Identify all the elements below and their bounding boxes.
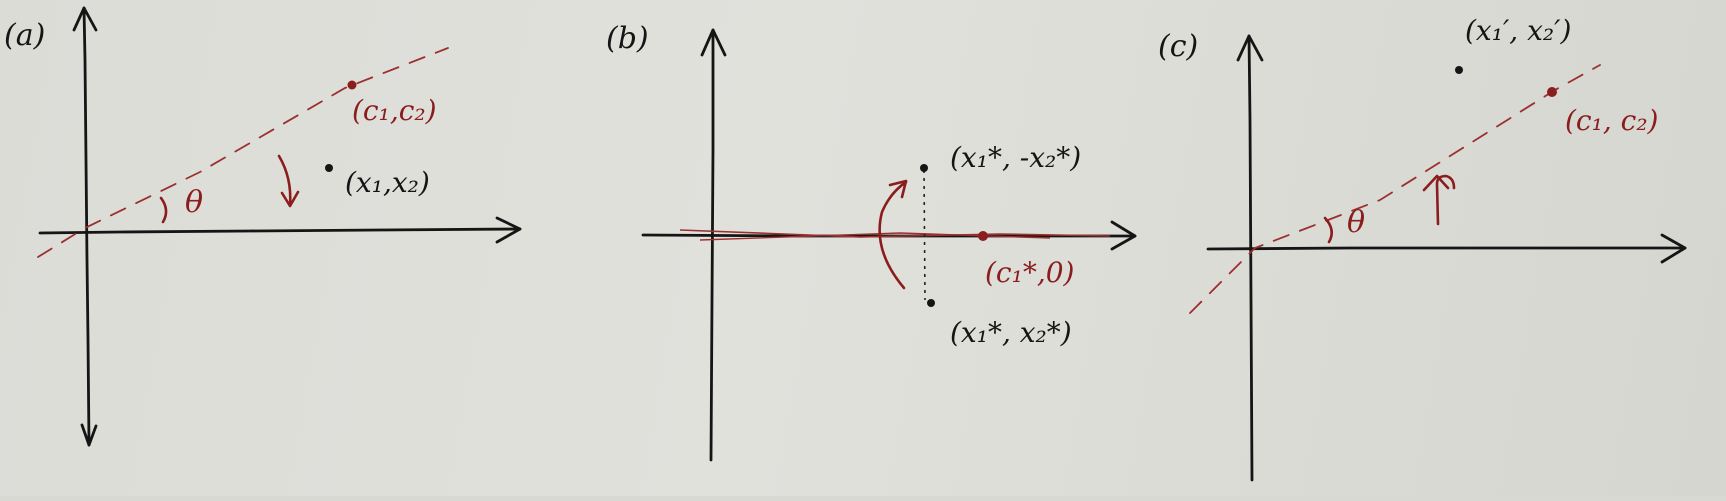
panel-b-red-line xyxy=(679,229,1111,238)
panel-a-y-axis xyxy=(82,6,91,447)
panel-b-label: (b) xyxy=(606,21,649,56)
panel-c-point-x-label: (x₁′, x₂′) xyxy=(1465,14,1571,47)
panel-c-point-c-label: (c₁, c₂) xyxy=(1565,104,1658,137)
panel-b-reflection-arrowhead xyxy=(888,179,908,199)
panel-c-y-arrowhead xyxy=(1236,34,1264,62)
panel-c-theta: θ xyxy=(1347,205,1365,240)
panel-b-point-x-label: (x₁*, x₂*) xyxy=(950,316,1072,349)
panel-b-y-arrowhead xyxy=(700,28,727,57)
panel-a: (a) θ (c₁,c₂) (x₁,x₂) xyxy=(4,6,522,447)
panel-a-point-x xyxy=(325,164,333,172)
panel-a-label: (a) xyxy=(4,18,45,53)
panel-b-y-axis xyxy=(709,28,715,462)
panel-b-dotted-line xyxy=(923,169,926,301)
panel-a-rotation-arrowhead xyxy=(280,190,300,208)
panel-b-reflection-arc xyxy=(878,180,908,290)
panel-b-point-x xyxy=(927,299,935,307)
panel-a-point-x-label: (x₁,x₂) xyxy=(345,166,430,199)
panel-b-point-reflected xyxy=(920,164,928,172)
panel-a-y-arrowhead xyxy=(72,6,98,32)
panel-c-y-axis xyxy=(1247,34,1254,482)
panel-a-theta: θ xyxy=(185,185,203,220)
panel-b-red-line-2 xyxy=(699,232,1051,241)
panel-b-x-arrowhead xyxy=(1110,220,1137,251)
panel-c-x-axis xyxy=(1206,246,1687,251)
panel-a-point-c-label: (c₁,c₂) xyxy=(352,94,437,127)
panel-c-point-x xyxy=(1455,66,1463,74)
panel-c-dashed-line xyxy=(1189,64,1601,314)
panel-c-label: (c) xyxy=(1158,29,1198,64)
panel-b-point-reflected-label: (x₁*, -x₂*) xyxy=(950,141,1081,174)
panel-a-x-arrowhead xyxy=(495,216,522,244)
panel-c-point-c xyxy=(1547,87,1557,97)
panel-c: (c) θ (x₁′, x₂′) (c₁, c₂) xyxy=(1158,14,1687,482)
panel-a-dashed-line xyxy=(37,47,449,258)
panel-c-rotation-arrowhead xyxy=(1422,174,1450,192)
panel-a-y-arrowtail xyxy=(80,423,98,447)
panel-c-x-arrowhead xyxy=(1660,233,1687,264)
panel-b-point-c xyxy=(978,231,988,241)
panel-b: (b) (x₁*, -x₂*) (c₁*,0) (x₁*, x₂*) xyxy=(606,21,1137,462)
panel-c-theta-arc xyxy=(1323,216,1334,244)
panel-a-x-axis xyxy=(38,227,522,235)
panel-a-point-c xyxy=(347,80,357,90)
panel-c-rotation-arrow xyxy=(1435,174,1456,226)
panel-b-point-c-label: (c₁*,0) xyxy=(985,256,1074,289)
panel-a-rotation-arrow xyxy=(277,154,292,207)
panel-a-theta-arc xyxy=(159,196,168,224)
